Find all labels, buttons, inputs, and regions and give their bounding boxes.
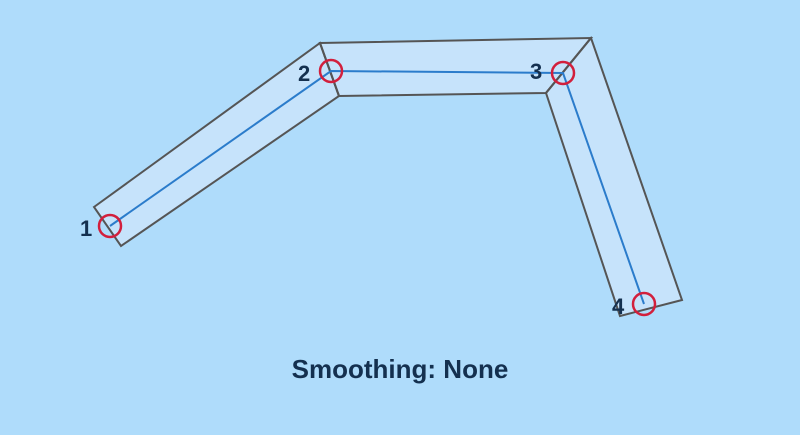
control-point-handle[interactable] (631, 291, 657, 317)
control-point-2[interactable]: 2 (298, 58, 344, 86)
joint-edge-3 (545, 37, 592, 94)
control-point-label: 1 (80, 216, 92, 241)
joint-edge-2 (319, 42, 340, 97)
control-point-handle[interactable] (97, 213, 123, 239)
control-point-3[interactable]: 3 (530, 59, 576, 86)
control-point-handle[interactable] (318, 58, 344, 84)
control-point-label: 4 (612, 294, 625, 319)
control-point-label: 2 (298, 61, 310, 86)
control-point-1[interactable]: 1 (80, 213, 123, 241)
centerline-path (109, 69, 645, 305)
control-point-handle[interactable] (550, 60, 576, 86)
smoothing-caption: Smoothing: None (291, 354, 509, 384)
control-point-4[interactable]: 4 (612, 291, 657, 319)
control-point-label: 3 (530, 59, 542, 84)
